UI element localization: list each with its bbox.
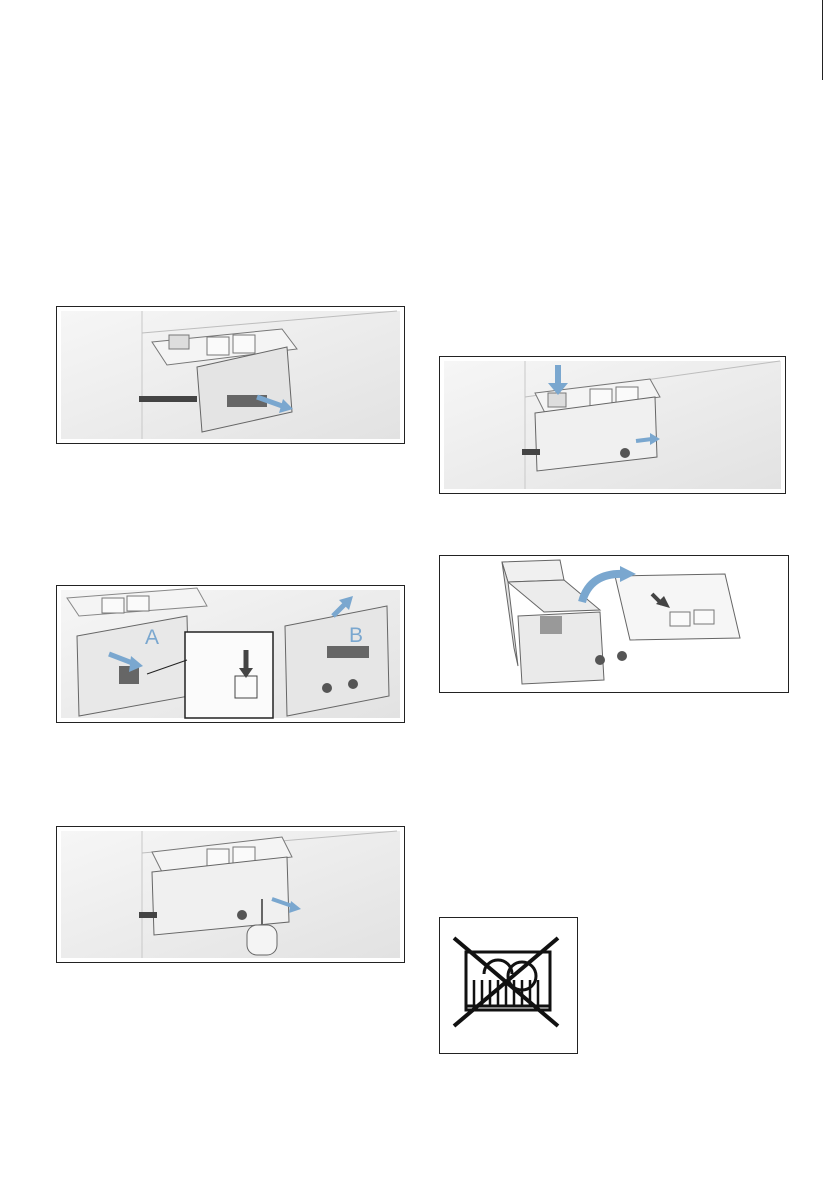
drawer-pull-out-illustration — [57, 307, 404, 443]
no-dishwasher-symbol — [440, 918, 577, 1053]
label-a: A — [145, 626, 159, 649]
figure-insert-flip-out — [439, 555, 789, 693]
figure-drawer-insert-press — [439, 356, 786, 494]
figure-drawer-pull-out — [56, 306, 405, 444]
drawer-release-detail-illustration: A B — [57, 586, 404, 722]
page-edge-line — [822, 0, 823, 80]
figure-drawer-release: A B — [56, 585, 405, 723]
insert-flip-out-illustration — [440, 556, 788, 692]
figure-no-dishwasher — [439, 917, 578, 1054]
figure-drawer-clean — [56, 826, 405, 963]
drawer-dispenser-clean-illustration — [57, 827, 404, 962]
drawer-insert-press-illustration — [440, 357, 785, 493]
label-b: B — [349, 624, 363, 647]
